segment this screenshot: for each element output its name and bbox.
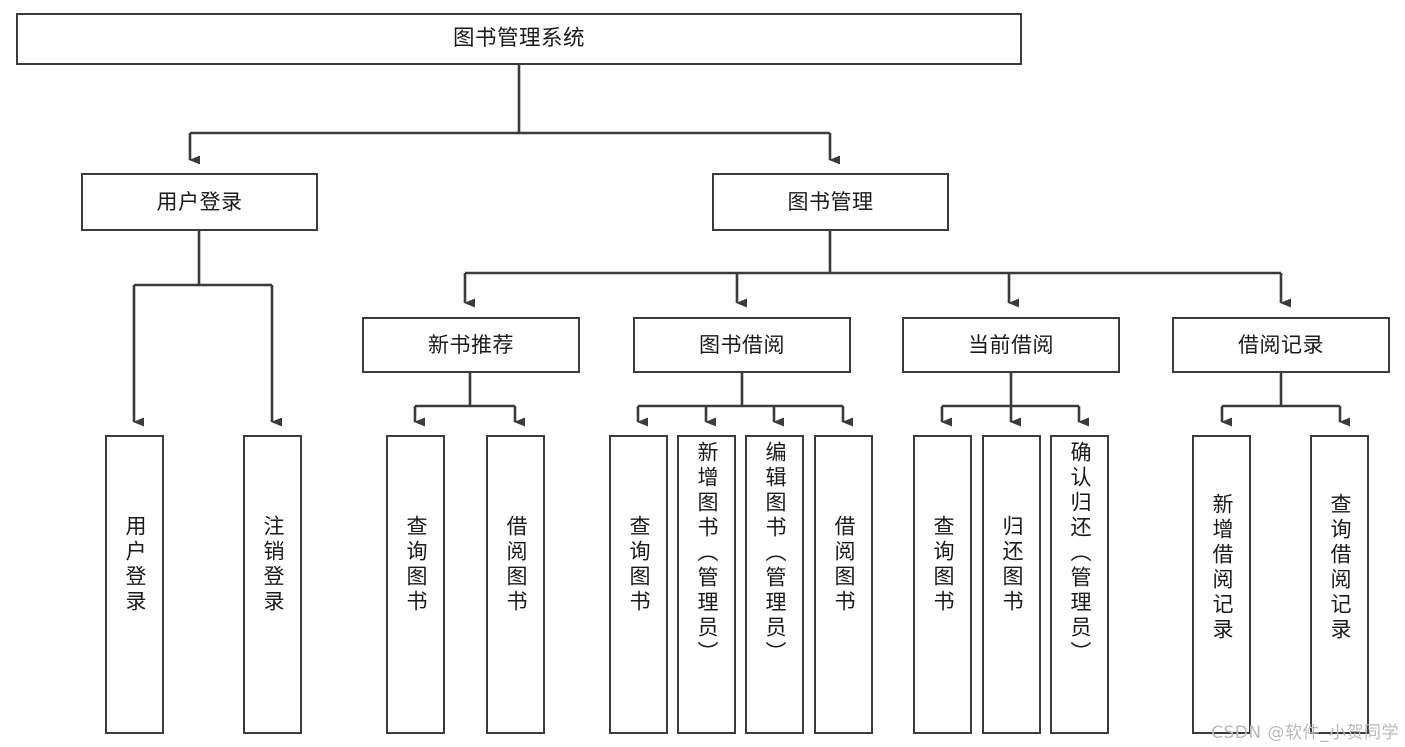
node-label: 新书推荐 [428,332,514,357]
leaf-current-borrow-return[interactable]: 归还图书 [982,435,1041,734]
node-label: 借阅图书 [832,515,856,615]
node-current-borrow[interactable]: 当前借阅 [902,317,1120,373]
node-label: 查询借阅记录 [1328,493,1352,643]
leaf-new-book-query[interactable]: 查询图书 [386,435,445,734]
node-label: 当前借阅 [968,332,1054,357]
node-label: 查询图书 [627,515,651,615]
node-label: 图书管理系统 [452,26,585,52]
node-label: 注销登录 [261,515,285,615]
node-new-book-recommend[interactable]: 新书推荐 [362,317,580,373]
leaf-borrow-record-query[interactable]: 查询借阅记录 [1310,435,1369,734]
node-label: 图书借阅 [699,332,785,357]
node-label: 借阅记录 [1238,332,1324,357]
node-root-library-system[interactable]: 图书管理系统 [16,13,1022,65]
node-label: 编辑图书（管理员） [763,441,787,666]
leaf-borrow-record-add[interactable]: 新增借阅记录 [1192,435,1251,734]
node-book-management[interactable]: 图书管理 [712,173,949,231]
node-label: 确认归还（管理员） [1068,441,1092,666]
leaf-user-login-logout[interactable]: 注销登录 [243,435,302,734]
node-label: 查询图书 [931,515,955,615]
node-label: 图书管理 [787,189,874,214]
node-borrow-record[interactable]: 借阅记录 [1172,317,1390,373]
node-user-login[interactable]: 用户登录 [81,173,318,231]
leaf-book-borrow-edit[interactable]: 编辑图书（管理员） [745,435,804,734]
leaf-current-borrow-confirm-return[interactable]: 确认归还（管理员） [1050,435,1109,734]
node-label: 查询图书 [404,515,428,615]
node-book-borrow[interactable]: 图书借阅 [633,317,851,373]
node-label: 新增图书（管理员） [695,441,719,666]
node-label: 归还图书 [1000,515,1024,615]
node-label: 用户登录 [123,515,147,615]
leaf-current-borrow-query[interactable]: 查询图书 [913,435,972,734]
node-label: 用户登录 [156,189,243,214]
leaf-new-book-borrow[interactable]: 借阅图书 [486,435,545,734]
leaf-book-borrow-add[interactable]: 新增图书（管理员） [677,435,736,734]
leaf-user-login-login[interactable]: 用户登录 [105,435,164,734]
node-label: 借阅图书 [504,515,528,615]
node-label: 新增借阅记录 [1210,493,1234,643]
leaf-book-borrow-query[interactable]: 查询图书 [609,435,668,734]
leaf-book-borrow-borrow[interactable]: 借阅图书 [814,435,873,734]
